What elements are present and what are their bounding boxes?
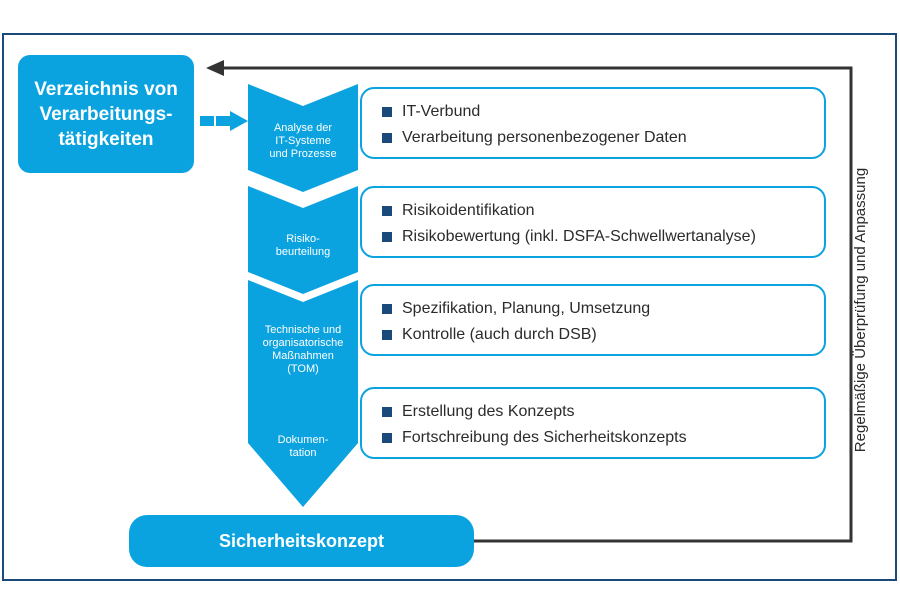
list-item: Verarbeitung personenbezogener Daten (382, 125, 824, 151)
list-item: Spezifikation, Planung, Umsetzung (382, 296, 824, 322)
square-bullet-icon (382, 407, 392, 417)
step-label-line: tation (289, 447, 317, 459)
end-box-label: Sicherheitskonzept (218, 530, 385, 551)
list-item-text: Risikoidentifikation (402, 202, 535, 219)
square-bullet-icon (382, 206, 392, 216)
list-item-text: Spezifikation, Planung, Umsetzung (402, 300, 651, 317)
chevron-step-risiko (248, 186, 358, 294)
square-bullet-icon (382, 232, 392, 242)
chevron-step-doku (248, 385, 358, 507)
step-label-line: beurteilung (275, 246, 331, 258)
chevron-step-analyse (248, 84, 358, 192)
square-bullet-icon (382, 304, 392, 314)
square-bullet-icon (382, 107, 392, 117)
step-label-line: Risiko- (286, 233, 320, 245)
list-item-text: Erstellung des Konzepts (402, 403, 575, 420)
list-item: Risikobewertung (inkl. DSFA-Schwellwerta… (382, 224, 824, 250)
step-label-line: IT-Systeme (275, 135, 331, 147)
square-bullet-icon (382, 330, 392, 340)
start-box-line: tätigkeiten (58, 128, 154, 150)
info-box-analyse: IT-Verbund Verarbeitung personenbezogene… (360, 87, 826, 159)
diagram-frame (2, 33, 897, 581)
feedback-loop-line (220, 66, 853, 543)
start-box-verzeichnis: Verzeichnis von Verarbeitungs- tätigkeit… (18, 55, 194, 173)
list-item: Erstellung des Konzepts (382, 399, 824, 425)
step-label-doku: Dokumen- tation (248, 434, 358, 460)
step-label-line: Maßnahmen (272, 350, 334, 362)
step-label-line: organisatorische (262, 337, 344, 349)
list-item-text: Verarbeitung personenbezogener Daten (402, 129, 687, 146)
start-box-line: Verarbeitungs- (39, 103, 173, 125)
step-label-line: (TOM) (287, 363, 319, 375)
entry-arrow (200, 111, 248, 131)
list-item: IT-Verbund (382, 99, 824, 125)
list-item-text: IT-Verbund (402, 103, 481, 120)
step-label-line: Analyse der (273, 122, 333, 134)
step-label-line: Dokumen- (277, 434, 329, 446)
list-item-text: Risikobewertung (inkl. DSFA-Schwellwerta… (402, 228, 756, 245)
info-box-risiko: Risikoidentifikation Risikobewertung (in… (360, 186, 826, 258)
chevron-step-tom (248, 280, 358, 410)
step-label-line: Technische und (264, 324, 342, 336)
step-label-tom: Technische und organisatorische Maßnahme… (248, 324, 358, 376)
list-item-text: Fortschreibung des Sicherheitskonzepts (402, 429, 687, 446)
list-item: Fortschreibung des Sicherheitskonzepts (382, 425, 824, 451)
feedback-arrowhead (206, 60, 224, 76)
step-label-line: und Prozesse (269, 148, 337, 160)
step-label-risiko: Risiko- beurteilung (248, 233, 358, 259)
side-label-review: Regelmäßige Überprüfung und Anpassung (852, 167, 869, 453)
start-box-line: Verzeichnis von (34, 78, 178, 100)
step-label-analyse: Analyse der IT-Systeme und Prozesse (248, 122, 358, 161)
square-bullet-icon (382, 133, 392, 143)
info-box-doku: Erstellung des Konzepts Fortschreibung d… (360, 387, 826, 459)
info-box-tom: Spezifikation, Planung, Umsetzung Kontro… (360, 284, 826, 356)
end-box-sicherheitskonzept: Sicherheitskonzept (129, 515, 474, 567)
list-item-text: Kontrolle (auch durch DSB) (402, 326, 597, 343)
square-bullet-icon (382, 433, 392, 443)
list-item: Kontrolle (auch durch DSB) (382, 322, 824, 348)
list-item: Risikoidentifikation (382, 198, 824, 224)
